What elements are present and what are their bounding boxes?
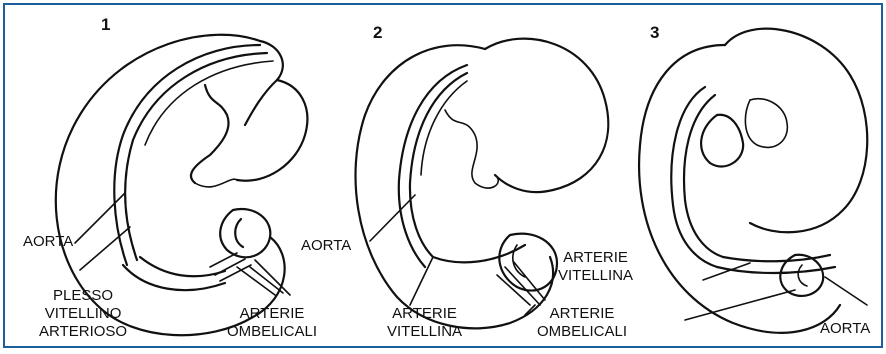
label-aorta-2: AORTA bbox=[301, 237, 351, 255]
label-umbilical-arteries-2: ARTERIE OMBELICALI bbox=[537, 305, 627, 341]
figure-frame: 1 2 3 AORTA PLESSO VITELLINO ARTERIOSO A… bbox=[3, 3, 883, 348]
panel-number-2: 2 bbox=[373, 23, 382, 43]
label-umbilical-arteries-1: ARTERIE OMBELICALI bbox=[227, 305, 317, 341]
embryo-illustrations bbox=[5, 5, 885, 350]
embryo-3 bbox=[639, 29, 867, 333]
panel-number-3: 3 bbox=[650, 23, 659, 43]
panel-number-1: 1 bbox=[101, 15, 110, 35]
label-vitelline-arteries-3: ARTERIE VITELLINA bbox=[558, 249, 633, 285]
label-plexus-1: PLESSO VITELLINO ARTERIOSO bbox=[39, 287, 127, 341]
label-aorta-1: AORTA bbox=[23, 233, 73, 251]
label-vitelline-arteries-2: ARTERIE VITELLINA bbox=[387, 305, 462, 341]
label-aorta-3: AORTA bbox=[820, 320, 870, 338]
